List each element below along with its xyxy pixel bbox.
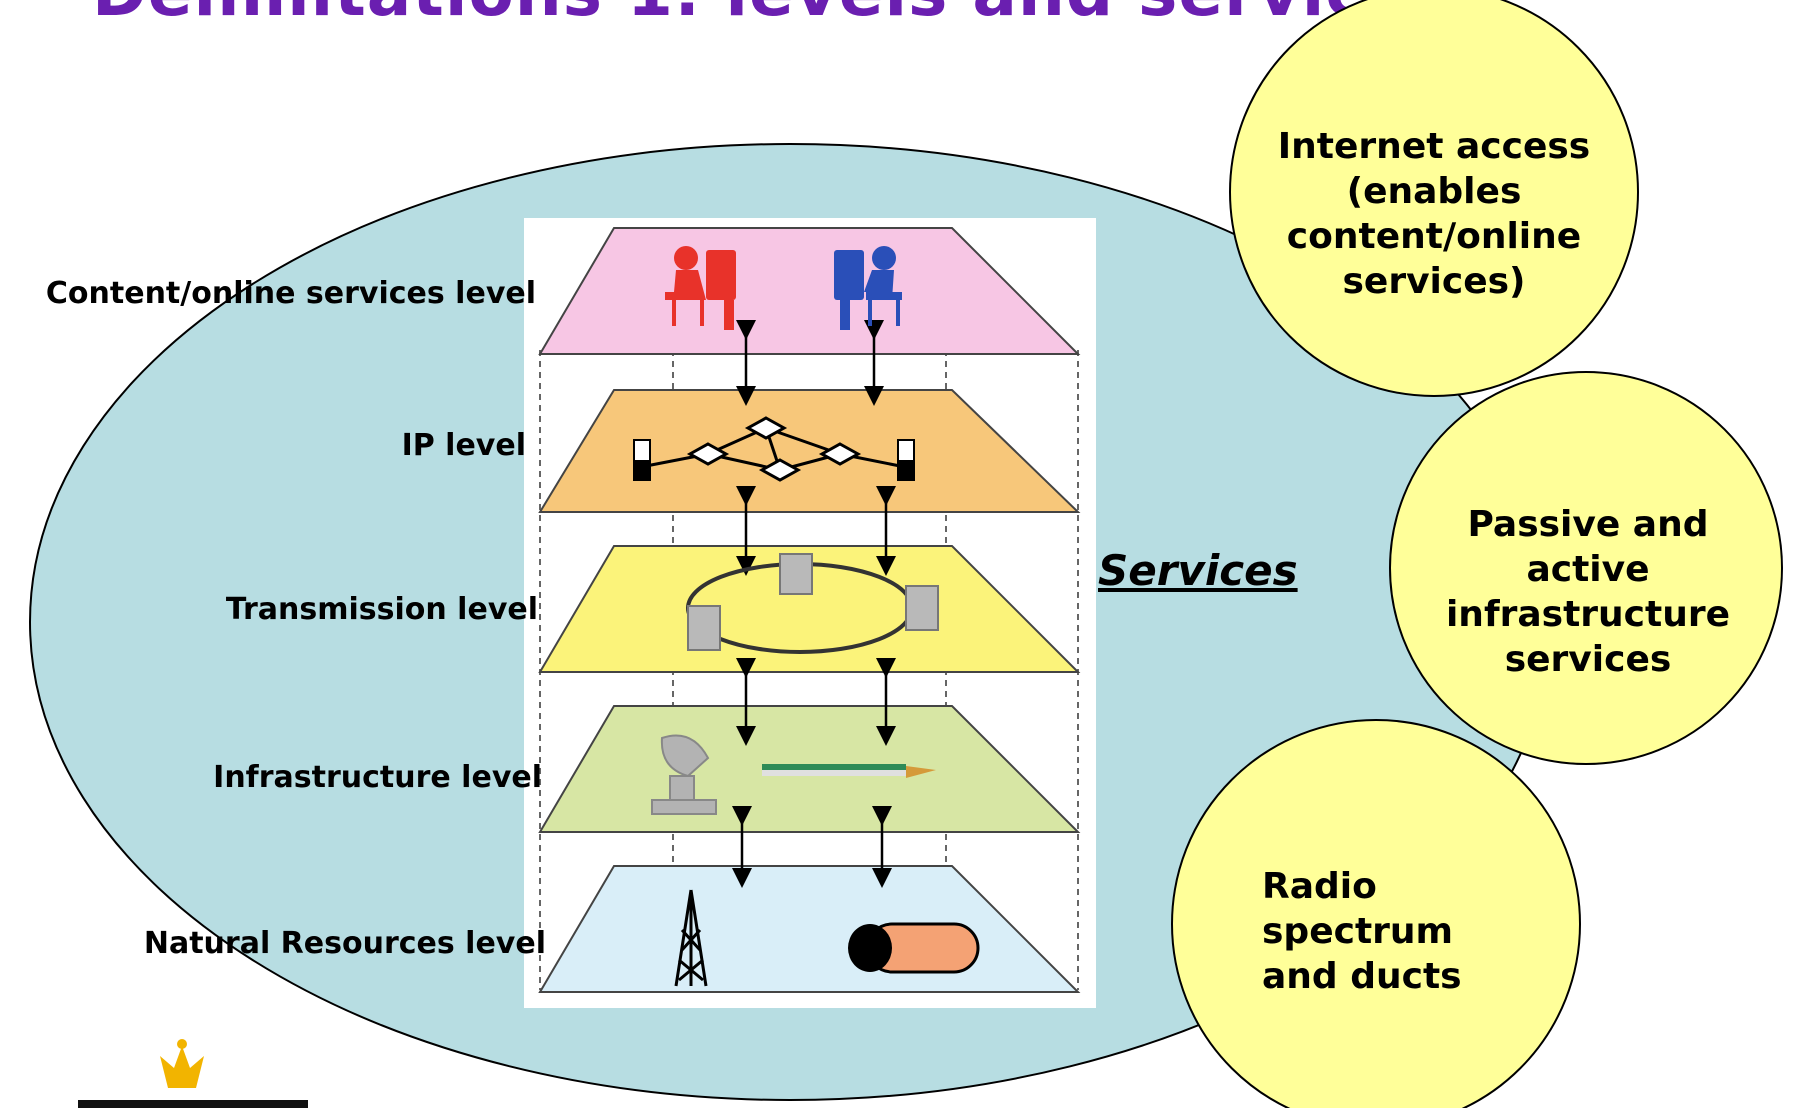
layer-transmission (538, 545, 1081, 673)
level-label-content: Content/online services level (45, 276, 536, 311)
circle-internet-access (1229, 0, 1639, 397)
level-label-ip: IP level (401, 428, 526, 463)
cable-icon (762, 764, 936, 778)
circle-infrastructure-services-text: Passive and active infrastructure servic… (1445, 504, 1731, 680)
satellite-dish-icon (651, 734, 717, 815)
page-title: Delimitations 1: levels and services (92, 0, 1452, 31)
duct-pipe-icon (848, 922, 980, 974)
logo-mark (78, 1100, 308, 1108)
circle-internet-access-text: Internet access (enables content/online … (1277, 126, 1591, 302)
circle-infrastructure-services (1389, 371, 1783, 765)
person-at-computer-icon (834, 246, 902, 330)
router-network-icon (633, 416, 915, 482)
ring-network-icon (686, 553, 939, 654)
person-at-computer-icon (665, 246, 736, 330)
crown-logo-icon (160, 1039, 204, 1088)
circle-radio-spectrum-text: Radio spectrum and ducts (1262, 866, 1462, 997)
level-label-transmission: Transmission level (225, 592, 538, 627)
circle-radio-spectrum (1171, 719, 1581, 1108)
level-label-natural: Natural Resources level (143, 926, 546, 961)
services-label: Services (1098, 546, 1298, 595)
level-label-infrastructure: Infrastructure level (213, 760, 542, 795)
layer-ip (538, 389, 1081, 513)
level-arrows (732, 320, 896, 888)
radio-tower-icon (674, 889, 708, 987)
